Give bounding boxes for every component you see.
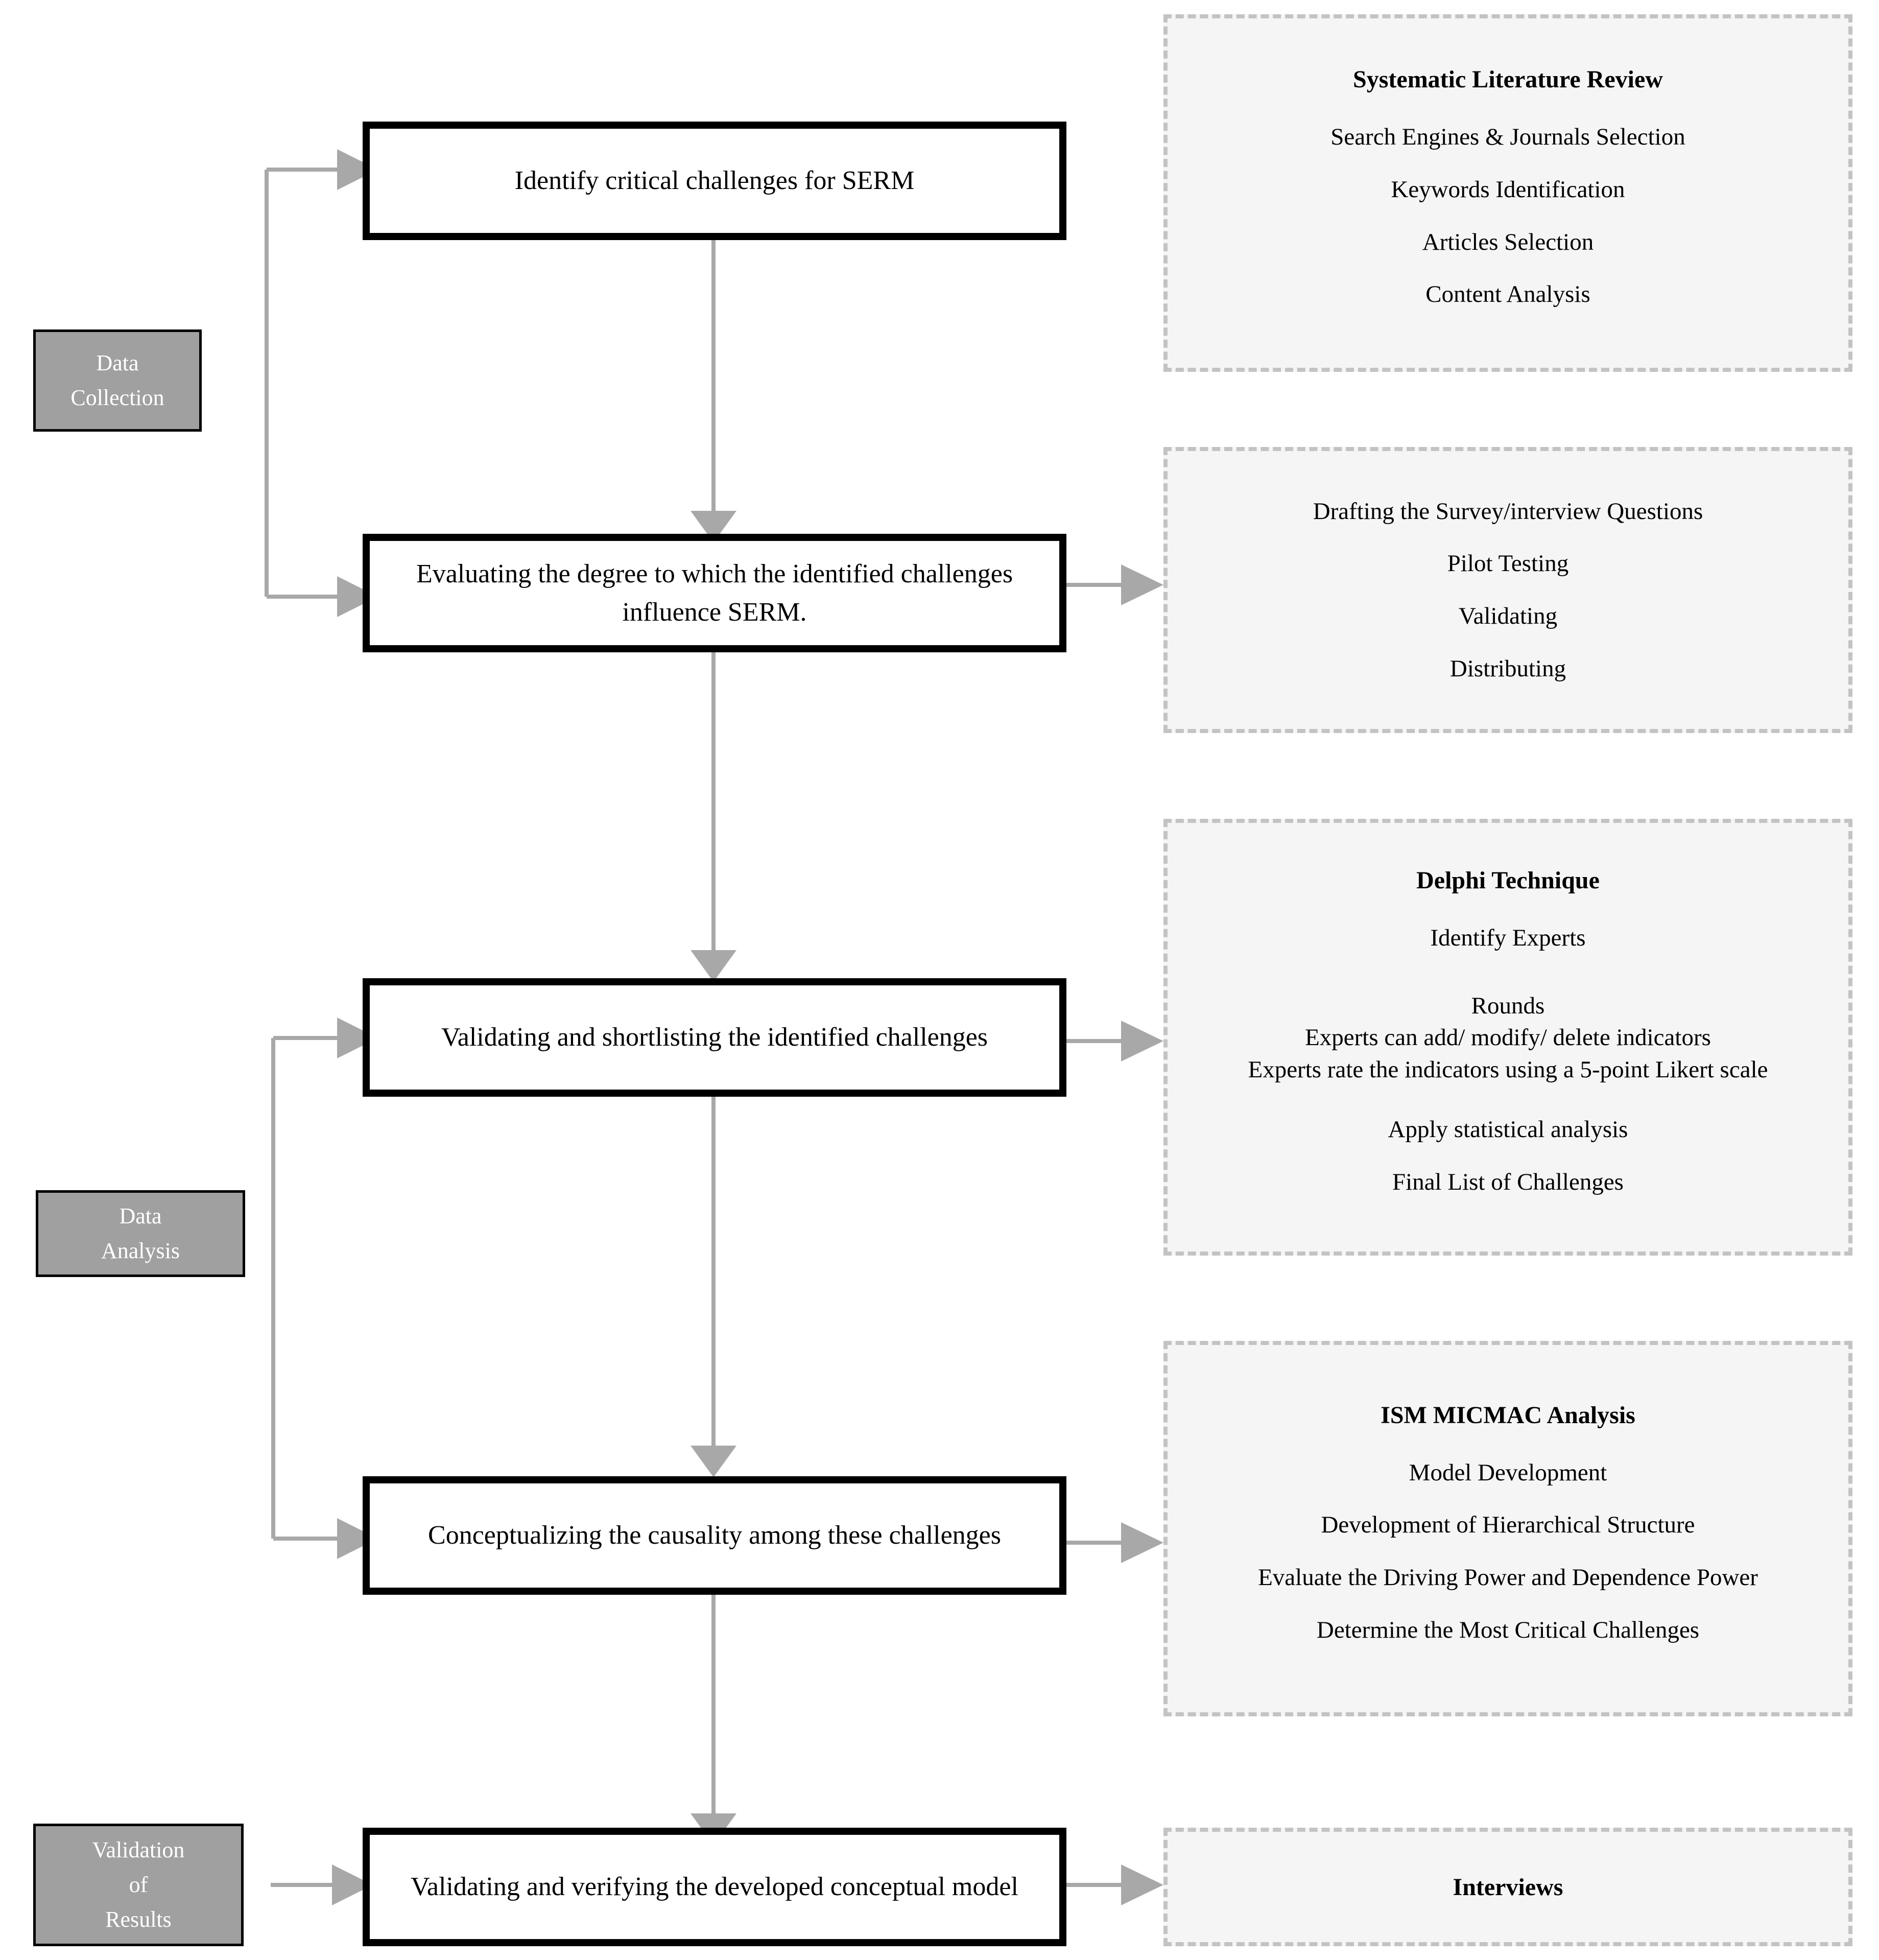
panel-item: Final List of Challenges xyxy=(1392,1168,1624,1195)
process-box-label: Identify critical challenges for SERM xyxy=(514,166,915,196)
panel-item: Keywords Identification xyxy=(1391,176,1625,203)
stage-label-line: of xyxy=(129,1872,148,1897)
stage-box-validation-of-results: Validation of Results xyxy=(33,1824,244,1946)
panel-item: Apply statistical analysis xyxy=(1388,1116,1628,1143)
process-box-conceptualize-causality: Conceptualizing the causality among thes… xyxy=(363,1476,1066,1595)
detail-panel-survey-design: Drafting the Survey/interview Questions … xyxy=(1163,447,1852,733)
arrowhead-to-interviews-panel xyxy=(1121,1864,1163,1905)
stage-label-line: Collection xyxy=(70,385,164,410)
process-box-label: Evaluating the degree to which the ident… xyxy=(416,559,1013,627)
arrowhead-to-delphi-panel xyxy=(1121,1021,1163,1061)
panel-item: Drafting the Survey/interview Questions xyxy=(1313,498,1703,525)
panel-item: Pilot Testing xyxy=(1447,550,1569,577)
process-box-identify-challenges: Identify critical challenges for SERM xyxy=(363,122,1066,240)
panel-item: Experts can add/ modify/ delete indicato… xyxy=(1305,1024,1711,1051)
stage-box-data-collection: Data Collection xyxy=(33,329,202,432)
process-box-evaluate-degree: Evaluating the degree to which the ident… xyxy=(363,534,1066,652)
panel-item: Development of Hierarchical Structure xyxy=(1321,1512,1695,1539)
arrowhead-to-survey-panel xyxy=(1121,564,1163,605)
stage-label-line: Analysis xyxy=(101,1238,180,1263)
arrowhead-flow-validate xyxy=(691,950,736,982)
panel-title: ISM MICMAC Analysis xyxy=(1381,1401,1635,1429)
stage-label-line: Validation xyxy=(92,1837,185,1862)
process-box-validate-verify-model: Validating and verifying the developed c… xyxy=(363,1828,1066,1946)
detail-panel-delphi-technique: Delphi Technique Identify Experts Rounds… xyxy=(1163,819,1852,1256)
arrowhead-to-ism-panel xyxy=(1121,1522,1163,1563)
panel-item: Distributing xyxy=(1449,655,1566,682)
panel-item: Model Development xyxy=(1409,1459,1607,1486)
stage-box-data-analysis: Data Analysis xyxy=(36,1190,245,1277)
panel-item: Content Analysis xyxy=(1425,281,1590,308)
process-box-label: Conceptualizing the causality among thes… xyxy=(428,1521,1001,1550)
stage-label-line: Results xyxy=(105,1907,172,1932)
process-box-validate-shortlist: Validating and shortlisting the identifi… xyxy=(363,978,1066,1097)
panel-title: Delphi Technique xyxy=(1416,866,1600,894)
panel-title: Systematic Literature Review xyxy=(1353,66,1663,93)
panel-item: Articles Selection xyxy=(1422,228,1594,255)
panel-item: Rounds xyxy=(1471,992,1545,1019)
panel-item: Determine the Most Critical Challenges xyxy=(1316,1616,1700,1643)
panel-item: Search Engines & Journals Selection xyxy=(1330,124,1685,150)
stage-label-line: Data xyxy=(119,1203,162,1229)
panel-item: Evaluate the Driving Power and Dependenc… xyxy=(1258,1564,1758,1591)
stage-label-line: Data xyxy=(96,350,139,375)
process-box-label: Validating and verifying the developed c… xyxy=(411,1872,1018,1902)
panel-item: Identify Experts xyxy=(1430,924,1586,951)
panel-title: Interviews xyxy=(1453,1873,1563,1901)
panel-item: Validating xyxy=(1458,603,1558,629)
arrowhead-flow-conceptualize xyxy=(691,1446,736,1477)
detail-panel-ism-micmac-analysis: ISM MICMAC Analysis Model Development De… xyxy=(1163,1341,1852,1716)
process-box-label: Validating and shortlisting the identifi… xyxy=(441,1023,988,1052)
detail-panel-systematic-literature-review: Systematic Literature Review Search Engi… xyxy=(1163,14,1852,372)
detail-panel-interviews: Interviews xyxy=(1163,1828,1852,1946)
panel-item: Experts rate the indicators using a 5-po… xyxy=(1248,1056,1768,1083)
